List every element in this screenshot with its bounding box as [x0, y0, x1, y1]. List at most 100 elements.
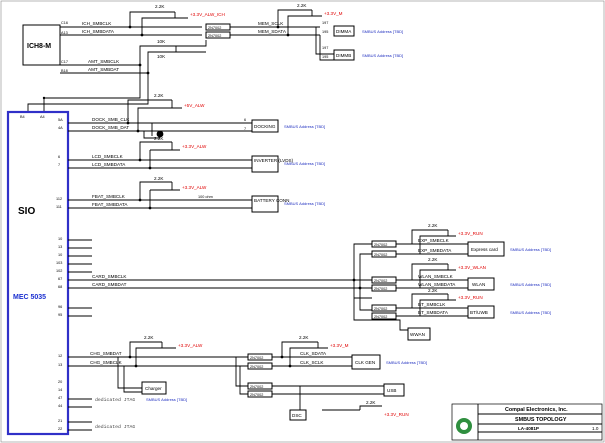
resistor-label: 2.2K: [154, 176, 164, 181]
mec-label: MEC 5035: [13, 294, 46, 301]
pin-label: 4A: [58, 126, 63, 130]
pin-label: C17: [61, 60, 68, 64]
fet-label: 2N7002: [374, 307, 387, 311]
smbus-address: SMBUS Address [TBD]: [362, 53, 403, 58]
resistor-label: 2.2K: [144, 335, 154, 340]
pin-label: 6: [58, 155, 60, 159]
wlan-device: [467, 277, 495, 291]
device-label: Express card: [471, 247, 498, 252]
rail-label: +3.3V_M: [324, 11, 343, 16]
pin-label: 22: [58, 427, 62, 431]
docking-bus: DOCK_SMB_CLK DOCK_SMB_DAT 2.2K +5V_ALW 6…: [68, 93, 325, 139]
rail-label: +5V_ALW: [184, 103, 205, 108]
usb-device: [383, 383, 405, 397]
signal-label: EXP_SMBCLK: [418, 238, 450, 243]
resistor-label: 2.2K: [428, 223, 438, 228]
fet-label: 2N7002: [374, 287, 387, 291]
signal-label: CHG_SMBCLK: [90, 360, 123, 365]
smbus-address: SMBUS Address [TBD]: [510, 310, 551, 315]
dsc-device: [289, 409, 307, 421]
fet-label: 2N7002: [250, 356, 263, 360]
smbus-address: SMBUS Address [TBD]: [284, 161, 325, 166]
mec-chip: [6, 110, 70, 436]
drawing-title: SMBUS TOPOLOGY: [515, 417, 567, 423]
company-name: Compal Electronics, Inc.: [505, 407, 568, 413]
pin-label: 14: [58, 388, 62, 392]
smbus-address: SMBUS Address [TBD]: [284, 124, 325, 129]
resistor-label: 2.2K: [428, 288, 438, 293]
signal-label: WLAN_SMBCLK: [418, 274, 454, 279]
device-label: BATTERY CONN: [254, 198, 289, 203]
resistor-label: 2.2K: [428, 257, 438, 262]
device-label: DSC: [292, 413, 302, 418]
smbus-address: SMBUS Address [TBD]: [362, 29, 403, 34]
device-label: CLK GEN: [355, 360, 375, 365]
dimm-a: [333, 25, 355, 37]
device-label: DIMMA: [336, 29, 352, 34]
pin-label: 20: [58, 380, 62, 384]
device-label: USB: [387, 388, 396, 393]
pin-label: 96: [58, 305, 62, 309]
signal-label: AMT_SMBCLK: [88, 59, 120, 64]
resistor-label: 100 ohm: [198, 195, 213, 199]
signal-label: FBAT_SMBDATA: [92, 202, 128, 207]
bt-uwb-device: [467, 305, 495, 319]
pin-label: 67: [58, 277, 62, 281]
jtag-label: dedicated JTAG: [95, 397, 135, 403]
inverter-device: [251, 155, 279, 173]
amt-bus: AMT_SMBCLK AMT_SMBDAT 10K 10K: [27, 39, 207, 112]
jtag-notes: dedicated JTAG SMBUS Address [TBD] dedic…: [68, 397, 187, 431]
signal-label: DOCK_SMB_CLK: [92, 117, 130, 122]
pin-label: 6: [244, 118, 246, 122]
device-label: WLAN: [472, 282, 485, 287]
pin-label: 44: [58, 404, 62, 408]
express-card-device: [467, 241, 505, 257]
smbus-address: SMBUS Address [TBD]: [510, 247, 551, 252]
signal-label: BT_SMBDATA: [418, 310, 449, 315]
wwan-device: [407, 327, 431, 341]
pin-label: 95: [58, 313, 62, 317]
resistor-label: 2.2K: [299, 335, 309, 340]
pin-label: 111: [56, 205, 62, 209]
signal-label: CLK_SDATA: [300, 351, 327, 356]
fet-label: 2N7002: [208, 34, 221, 38]
rail-label: +3.3V_WLAN: [458, 265, 486, 270]
pin-label: A4: [40, 115, 45, 119]
device-label: WWAN: [410, 332, 425, 337]
pin-label: 195: [322, 30, 328, 34]
resistor-label: 10K: [157, 54, 166, 59]
document-number: LA-4081P: [518, 426, 539, 431]
pin-label: B18: [61, 69, 68, 73]
signal-label: CARD_SMBDAT: [92, 282, 127, 287]
battery-bus: FBAT_SMBCLK FBAT_SMBDATA 2.2K +3.3V_ALW …: [68, 176, 325, 213]
signal-label: WLAN_SMBDATA: [418, 282, 456, 287]
pin-label: 47: [58, 396, 62, 400]
signal-label: CHG_SMBDAT: [90, 351, 122, 356]
sio-block: B4 A4 SIO MEC 5035 5A 4A 6 7 112 111 10 …: [6, 110, 70, 436]
pin-label: 197: [322, 46, 328, 50]
pin-label: 68: [58, 285, 62, 289]
card-bus: CARD_SMBCLK CARD_SMBDAT 2N7002 2N7002 2N…: [68, 223, 551, 341]
resistor-label: 2.2K: [155, 4, 165, 9]
pin-label: C16: [61, 21, 68, 25]
battery-device: [251, 195, 279, 213]
pin-label: 21: [58, 419, 62, 423]
rail-label: +3.3V_ALW: [178, 343, 203, 348]
rail-label: +3.3V_ALW: [182, 185, 207, 190]
device-label: Charger: [145, 386, 162, 391]
signal-label: MEM_SDATA: [258, 29, 287, 34]
fet-label: 2N7002: [374, 315, 387, 319]
rail-label: +3.3V_M: [330, 343, 349, 348]
pin-label: 12: [58, 354, 62, 358]
smbus-address: SMBUS Address [TBD]: [386, 360, 427, 365]
pin-label: 195: [322, 55, 328, 59]
device-label: DIMMB: [336, 53, 351, 58]
smbus-address: SMBUS Address [TBD]: [146, 397, 187, 402]
revision: 1.0: [592, 426, 599, 431]
signal-label: EXP_SMBDATA: [418, 248, 452, 253]
resistor-label: 2.2K: [154, 93, 164, 98]
smbus-address: SMBUS Address [TBD]: [510, 282, 551, 287]
fet-label: 2N7002: [250, 385, 263, 389]
